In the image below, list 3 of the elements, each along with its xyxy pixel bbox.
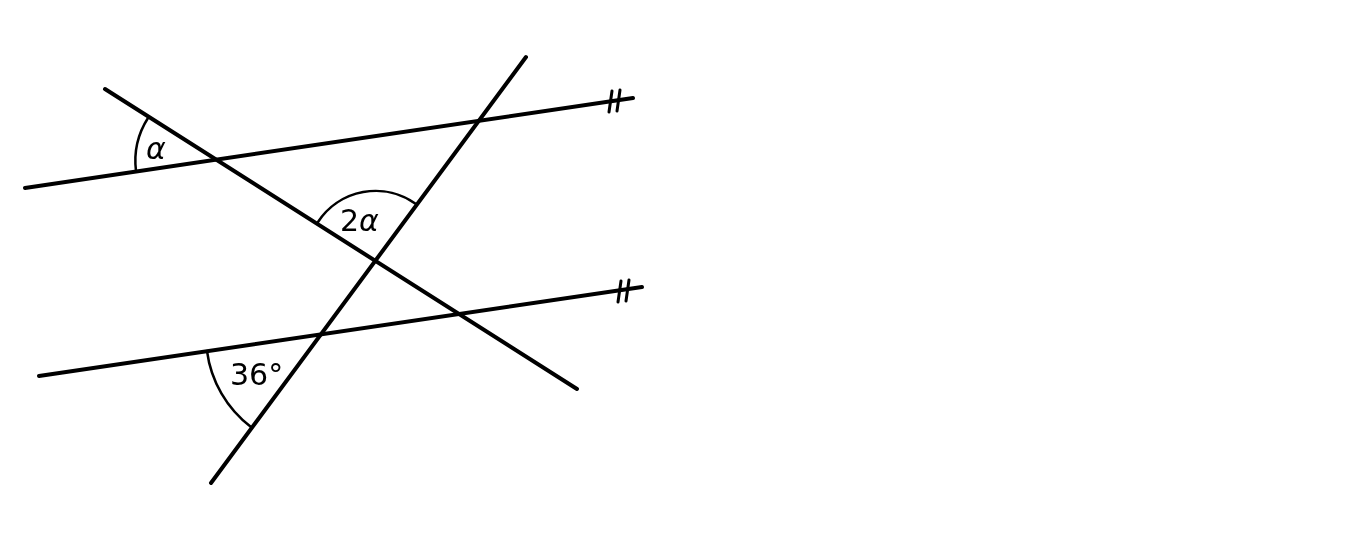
angle-label: 36° [230, 359, 284, 391]
angle-label: α [146, 133, 166, 165]
angle-label: 2α [340, 205, 379, 237]
